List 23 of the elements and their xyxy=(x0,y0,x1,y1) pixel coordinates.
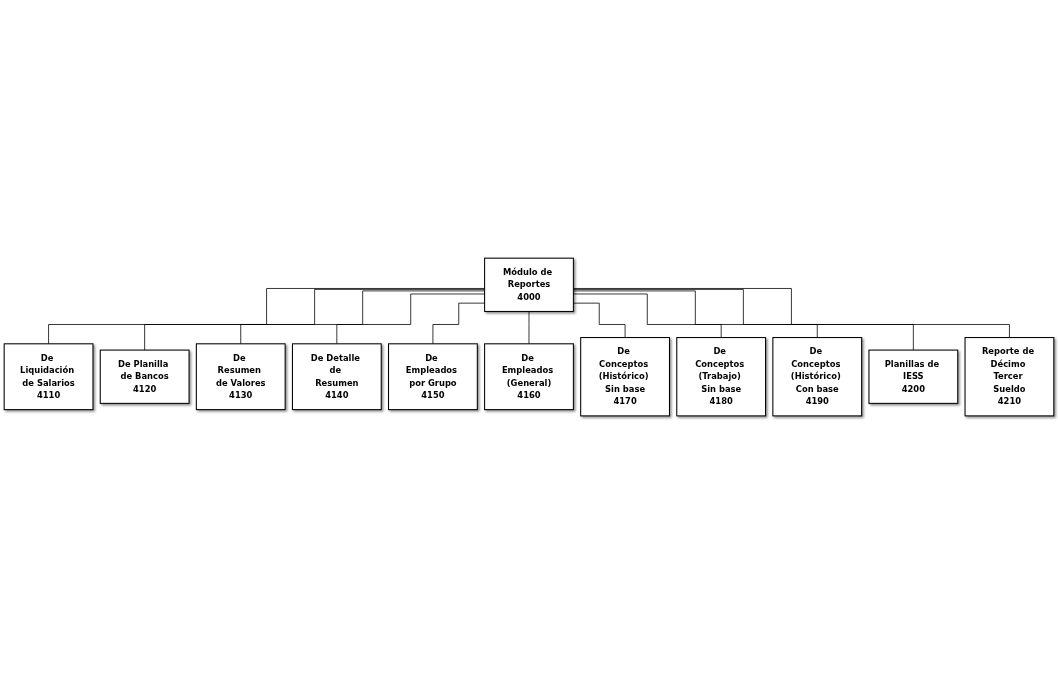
connector xyxy=(336,294,485,345)
node-box: De Resumen de Valores 4130 xyxy=(195,343,286,411)
connector xyxy=(573,289,914,351)
node-box: Reporte de Décimo Tercer Sueldo 4210 xyxy=(964,337,1055,417)
connector xyxy=(573,303,626,339)
node-box: De Detalle de Resumen 4140 xyxy=(291,343,382,411)
node-box: De Conceptos (Trabajo) Sin base 4180 xyxy=(676,337,767,417)
connector xyxy=(144,289,485,351)
node-box: De Empleados por Grupo 4150 xyxy=(388,343,478,411)
connector xyxy=(573,288,1010,339)
node-box: De Liquidación de Salarios 4110 xyxy=(3,343,94,411)
connector xyxy=(573,294,722,339)
node-box: De Conceptos (Histórico) Con base 4190 xyxy=(772,337,863,417)
connector xyxy=(240,291,485,345)
node-box: De Planilla de Bancos 4120 xyxy=(99,350,190,405)
node-box: Planillas de IESS 4200 xyxy=(868,350,959,405)
connector xyxy=(48,288,485,345)
node-box: Módulo de Reportes 4000 xyxy=(484,258,574,313)
connector xyxy=(432,303,485,345)
node-box: De Empleados (General) 4160 xyxy=(484,343,574,411)
connector xyxy=(528,311,530,345)
connector xyxy=(573,291,818,339)
node-box: De Conceptos (Histórico) Sin base 4170 xyxy=(580,337,670,417)
